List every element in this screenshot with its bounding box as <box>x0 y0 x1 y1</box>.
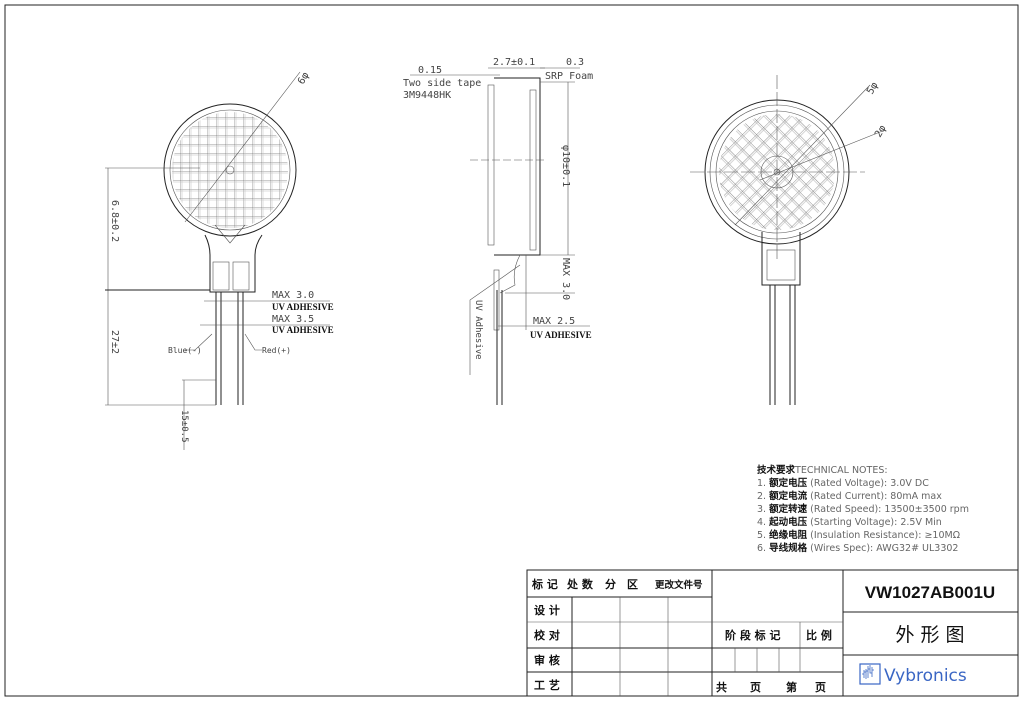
height-dimension: 6.8±0.2 <box>109 200 120 242</box>
uv-adhesive-label: UV ADHESIVE <box>272 302 334 312</box>
sheet-border <box>4 4 1019 697</box>
svg-text:分 区: 分 区 <box>605 577 638 591</box>
diameter-dimension: φ10±0.1 <box>560 145 571 187</box>
svg-text:校 对: 校 对 <box>534 628 560 642</box>
strip-length-dimension: 15±0.5 <box>179 410 189 443</box>
max-width-3-5: MAX 3.5 <box>272 314 314 325</box>
vybronics-logo: Vybronics <box>859 663 967 686</box>
svg-text:标 记: 标 记 <box>531 577 558 591</box>
note-item: 3. 额定转速 (Rated Speed): 13500±3500 rpm <box>757 503 969 515</box>
note-item: 2. 额定电流 (Rated Current): 80mA max <box>757 490 942 502</box>
svg-text:比 例: 比 例 <box>806 628 832 642</box>
uv-adhesive-label: UV ADHESIVE <box>530 330 592 340</box>
note-item: 5. 绝缘电阻 (Insulation Resistance): ≥10MΩ <box>757 529 960 541</box>
max-height-dimension: MAX 3.0 <box>560 258 571 300</box>
max-width-dimension: MAX 2.5 <box>533 316 575 327</box>
note-item: 6. 导线规格 (Wires Spec): AWG32# UL3302 <box>757 542 958 554</box>
svg-text:处 数: 处 数 <box>566 577 594 591</box>
tape-thickness: 0.15 <box>418 65 442 76</box>
svg-text:第: 第 <box>786 680 797 694</box>
svg-text:页: 页 <box>750 681 761 694</box>
inner-diameter-label: 2φ <box>873 124 889 140</box>
diameter-label: 6φ <box>296 71 312 87</box>
lead-length-dimension: 27±2 <box>109 330 120 354</box>
svg-text:Vybronics: Vybronics <box>884 666 967 686</box>
note-item: 1. 额定电压 (Rated Voltage): 3.0V DC <box>757 477 929 489</box>
max-width-3-0: MAX 3.0 <box>272 290 314 301</box>
note-item: 4. 起动电压 (Starting Voltage): 2.5V Min <box>757 516 942 528</box>
svg-text:设 计: 设 计 <box>534 603 560 617</box>
part-number: VW1027AB001U <box>865 583 995 602</box>
svg-text:工 艺: 工 艺 <box>534 678 560 692</box>
uv-adhesive-label: UV ADHESIVE <box>272 325 334 335</box>
rear-view: 5φ 2φ <box>690 75 889 405</box>
svg-text:审 核: 审 核 <box>534 653 560 667</box>
outer-diameter-label: 5φ <box>865 81 881 97</box>
front-view: 6φ 6.8±0.2 27±2 15±0.5 MAX 3.0 UV ADHESI… <box>105 71 334 450</box>
blue-wire-label: Blue(-) <box>168 346 202 355</box>
svg-text:页: 页 <box>815 681 826 694</box>
foam-thickness: 0.3 <box>566 57 584 68</box>
foam-label: SRP Foam <box>545 71 593 82</box>
tape-label: Two side tape <box>403 78 481 89</box>
title-block: 标 记 处 数 分 区 更改文件号 设 计 校 对 审 核 工 艺 阶 段 标 … <box>526 569 1019 697</box>
tape-part: 3M9448HK <box>403 90 451 101</box>
svg-text:共: 共 <box>716 680 727 694</box>
technical-notes: 技术要求TECHNICAL NOTES: 1. 额定电压 (Rated Volt… <box>757 464 969 554</box>
svg-text:阶 段 标 记: 阶 段 标 记 <box>725 628 781 642</box>
svg-text:技术要求TECHNICAL NOTES:: 技术要求TECHNICAL NOTES: <box>757 464 888 476</box>
side-view: 0.15 Two side tape 3M9448HK 2.7±0.1 0.3 … <box>403 57 593 405</box>
drawing-title: 外 形 图 <box>895 624 964 646</box>
svg-text:更改文件号: 更改文件号 <box>655 579 703 591</box>
uv-adhesive-leader: UV Adhesive <box>473 300 483 360</box>
thickness-dimension: 2.7±0.1 <box>493 57 535 68</box>
red-wire-label: Red(+) <box>262 346 291 355</box>
